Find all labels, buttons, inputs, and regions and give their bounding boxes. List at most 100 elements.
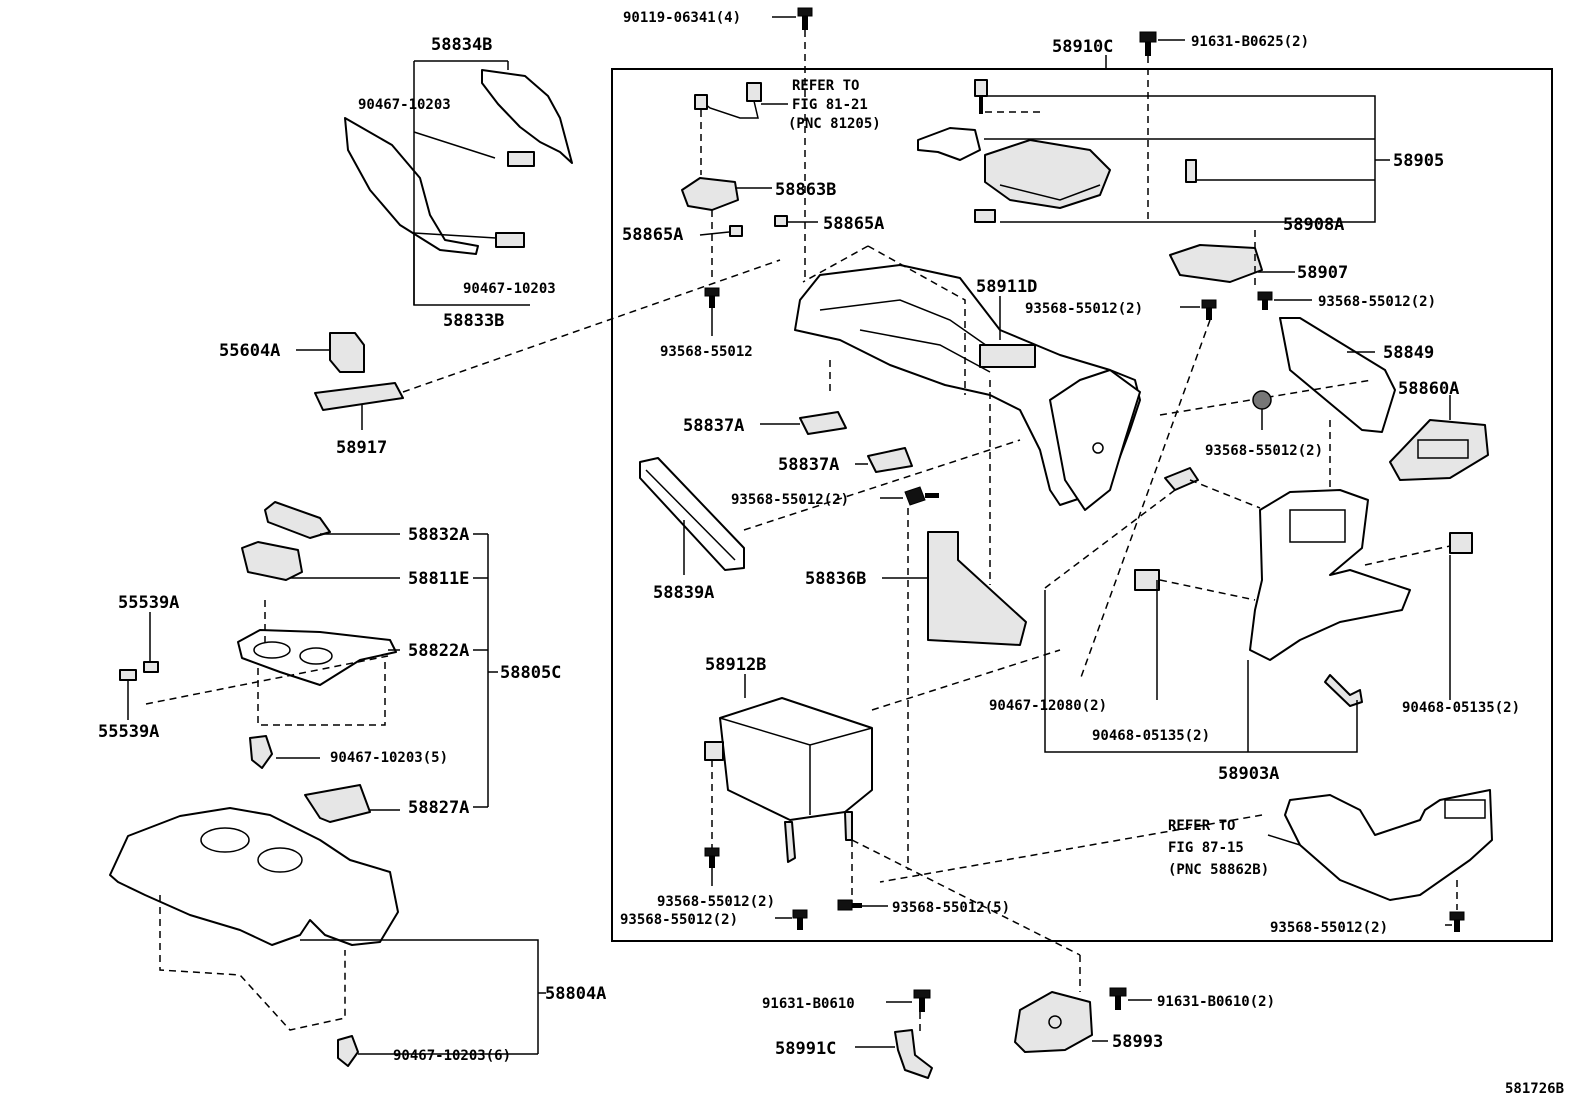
label-91631-B0610-a: 91631-B0610	[762, 996, 855, 1012]
clip-58865A-right	[774, 215, 788, 227]
armrest-lid-58905	[917, 127, 1111, 223]
label-93568-a: 93568-55012	[660, 344, 753, 360]
label-58908A: 58908A	[1283, 215, 1344, 235]
label-55539A-upper: 55539A	[118, 593, 179, 613]
clip-55539A-lower	[119, 669, 137, 681]
clip-55604A	[329, 332, 365, 373]
bracket-58804A	[300, 939, 539, 1055]
clip-90467-lower	[495, 232, 525, 248]
hinge-58907	[1169, 244, 1263, 283]
bracket-58903A	[1044, 555, 1451, 753]
lid-58811E	[241, 541, 303, 581]
leader-90467	[413, 131, 497, 305]
clip-90467-10203-5	[249, 735, 273, 769]
label-58836B: 58836B	[805, 569, 866, 589]
refer2-line1: REFER TO	[1168, 818, 1235, 834]
clip-90467-upper	[507, 151, 535, 167]
label-58811E: 58811E	[408, 569, 469, 589]
harness	[694, 82, 762, 119]
clip-55539A-upper	[143, 661, 159, 673]
label-93568-h: 93568-55012(5)	[892, 900, 1010, 916]
label-58863B: 58863B	[775, 180, 836, 200]
clip-90467-12080	[1164, 467, 1199, 491]
label-58834B: 58834B	[431, 35, 492, 55]
label-93568-f: 93568-55012(2)	[657, 894, 775, 910]
console-assembly-frame	[611, 68, 1553, 942]
label-93568-c: 93568-55012(2)	[1318, 294, 1436, 310]
bracket-58863B	[681, 177, 739, 211]
label-58865A-right: 58865A	[823, 214, 884, 234]
pad-58837A-upper	[799, 411, 847, 435]
refer-line2: FIG 81-21	[792, 97, 868, 113]
label-93568-e: 93568-55012(2)	[731, 492, 849, 508]
label-58833B: 58833B	[443, 311, 504, 331]
label-93568-b: 93568-55012(2)	[1025, 301, 1143, 317]
bolt-91631-B0625	[1139, 31, 1157, 56]
panel-58849	[1279, 317, 1396, 433]
label-58905: 58905	[1393, 151, 1444, 171]
clip-90468-right	[1449, 532, 1473, 554]
label-58910C: 58910C	[1052, 37, 1113, 57]
label-90119: 90119-06341(4)	[623, 10, 741, 26]
plate-58822A	[237, 629, 397, 726]
bolt-93568-a	[704, 287, 720, 308]
label-90467-upper: 90467-10203	[358, 97, 451, 113]
console-body-58911D	[794, 264, 1141, 511]
panel-58834B	[481, 69, 573, 164]
panel-58833B	[344, 117, 479, 255]
label-58837A-upper: 58837A	[683, 416, 744, 436]
bracket-58905	[984, 95, 1376, 223]
refer-line3: (PNC 81205)	[788, 116, 881, 132]
console-base-58804A	[109, 807, 399, 1031]
refer2-line3: (PNC 58862B)	[1168, 862, 1269, 878]
panel-58839A	[639, 457, 745, 571]
bolt-93568-g	[792, 909, 808, 930]
bracket-58827A	[304, 784, 371, 823]
label-58839A: 58839A	[653, 583, 714, 603]
refer-line1: REFER TO	[792, 78, 859, 94]
label-93568-i: 93568-55012(2)	[1270, 920, 1388, 936]
bracket-58993	[1014, 991, 1093, 1053]
bolt-90119	[797, 7, 813, 30]
trim-58832A	[264, 501, 331, 539]
label-58993: 58993	[1112, 1032, 1163, 1052]
bolt-93568-h	[837, 899, 862, 911]
bolt-91631-B0610-a	[913, 989, 931, 1012]
label-90468-right: 90468-05135(2)	[1402, 700, 1520, 716]
box-58912B	[704, 697, 873, 863]
clip-90468-left	[1134, 569, 1160, 591]
bolt-93568-f	[704, 847, 720, 868]
bolt-91631-B0610-b	[1109, 987, 1127, 1010]
pad-58837A-lower	[867, 447, 913, 473]
pad-58836B	[927, 531, 1027, 646]
label-58832A: 58832A	[408, 525, 469, 545]
label-58827A: 58827A	[408, 798, 469, 818]
clip-58865A-left	[729, 225, 743, 237]
clip-90467-10203-6	[337, 1035, 359, 1067]
refer2-line2: FIG 87-15	[1168, 840, 1244, 856]
bolt-93568-c	[1257, 291, 1273, 310]
bracket-58805C	[276, 533, 489, 811]
label-90468-left: 90468-05135(2)	[1092, 728, 1210, 744]
duct-refer	[1284, 789, 1493, 901]
label-58912B: 58912B	[705, 655, 766, 675]
rear-panel-58903A	[1249, 489, 1411, 661]
label-91631-B0610-b: 91631-B0610(2)	[1157, 994, 1275, 1010]
screw-90468	[1324, 674, 1363, 707]
bolt-93568-e	[904, 486, 939, 506]
label-90467-lower: 90467-10203	[463, 281, 556, 297]
label-55539A-lower: 55539A	[98, 722, 159, 742]
screw-58905	[974, 79, 1197, 183]
label-90467-10203-5: 90467-10203(5)	[330, 750, 448, 766]
label-93568-d: 93568-55012(2)	[1205, 443, 1323, 459]
label-58804A: 58804A	[545, 984, 606, 1004]
bolt-93568-i	[1449, 911, 1465, 932]
label-91631-B0625: 91631-B0625(2)	[1191, 34, 1309, 50]
label-58865A-left: 58865A	[622, 225, 683, 245]
label-58911D: 58911D	[976, 277, 1037, 297]
label-58860A: 58860A	[1398, 379, 1459, 399]
label-58917: 58917	[336, 438, 387, 458]
label-93568-g: 93568-55012(2)	[620, 912, 738, 928]
label-90467-12080: 90467-12080(2)	[989, 698, 1107, 714]
label-58907: 58907	[1297, 263, 1348, 283]
